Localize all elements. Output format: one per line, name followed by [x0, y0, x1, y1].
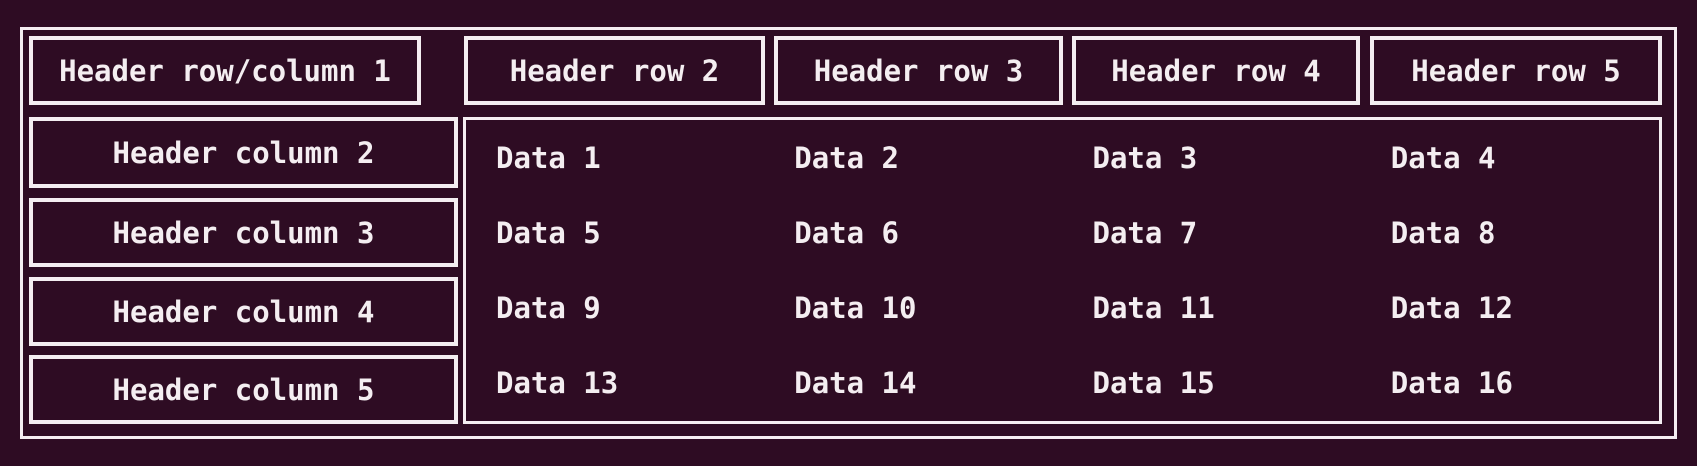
row-header-cell: Header column 4 [29, 277, 458, 346]
data-cell: Data 12 [1390, 291, 1513, 326]
data-cell: Data 3 [1092, 140, 1198, 175]
data-cell: Data 5 [496, 215, 601, 250]
table-frame: Header row/column 1 Header row 2 Header … [20, 27, 1677, 439]
column-header-cell: Header row 4 [1072, 36, 1360, 105]
data-cell: Data 6 [794, 215, 900, 250]
data-cell: Data 8 [1390, 215, 1496, 250]
data-cell: Data 16 [1390, 366, 1513, 401]
row-header-cell: Header column 3 [29, 198, 458, 267]
data-cell: Data 15 [1092, 366, 1215, 401]
row-header-cell: Header column 2 [29, 117, 458, 188]
corner-header-cell: Header row/column 1 [29, 36, 421, 105]
data-cell: Data 1 [496, 140, 601, 175]
column-header-cell: Header row 3 [774, 36, 1063, 105]
data-cell: Data 9 [496, 291, 601, 326]
data-cell: Data 13 [496, 366, 619, 401]
data-cell: Data 11 [1092, 291, 1215, 326]
data-cell: Data 2 [794, 140, 900, 175]
data-panel: Data 1 Data 2 Data 3 Data 4 Data 5 Data … [463, 117, 1662, 424]
column-header-cell: Header row 2 [464, 36, 765, 105]
data-cell: Data 10 [794, 291, 917, 326]
row-header-cell: Header column 5 [29, 355, 458, 424]
data-cell: Data 7 [1092, 215, 1198, 250]
column-header-cell: Header row 5 [1370, 36, 1662, 105]
data-cell: Data 4 [1390, 140, 1496, 175]
data-cell: Data 14 [794, 366, 917, 401]
